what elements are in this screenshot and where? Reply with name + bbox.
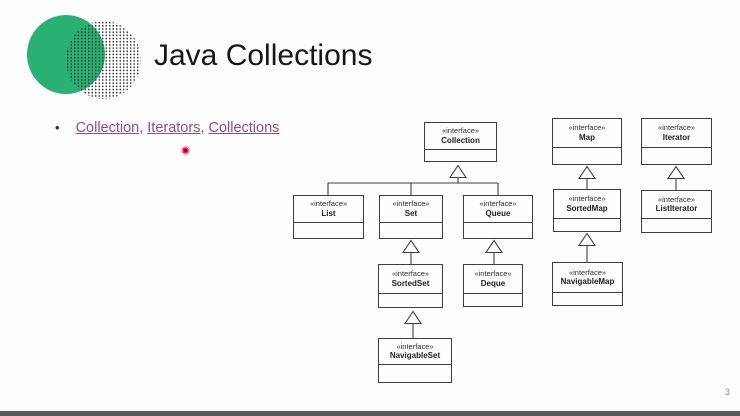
uml-box-map: «interface» Map xyxy=(552,118,622,165)
interface-name: Map xyxy=(579,132,595,142)
interface-name: Set xyxy=(404,208,418,218)
uml-box-empty-compartment xyxy=(379,365,451,382)
stereotype-label: «interface» xyxy=(392,199,430,209)
interface-name: NavigableMap xyxy=(560,277,615,287)
generalization-arrow-sortedset xyxy=(403,310,423,325)
uml-box-queue: «interface» Queue xyxy=(463,195,533,239)
uml-box-empty-compartment xyxy=(464,294,522,306)
uml-box-collection: «interface» Collection xyxy=(424,122,497,162)
uml-box-map-title: «interface» Map xyxy=(553,119,621,148)
link-separator: , xyxy=(139,120,144,136)
uml-box-sortedmap: «interface» SortedMap xyxy=(553,189,621,232)
uml-box-empty-compartment xyxy=(464,223,532,238)
uml-box-navigablemap-title: «interface» NavigableMap xyxy=(553,263,622,293)
uml-box-navigablemap: «interface» NavigableMap xyxy=(552,262,623,306)
uml-box-list: «interface» List xyxy=(293,195,364,239)
interface-name: Queue xyxy=(485,208,511,218)
interface-name: SortedMap xyxy=(566,203,608,213)
uml-box-empty-compartment xyxy=(380,223,442,238)
generalization-arrow-collection xyxy=(448,164,468,179)
uml-box-empty-compartment xyxy=(379,294,442,307)
interface-name: Deque xyxy=(480,278,506,288)
uml-box-sortedset-title: «interface» SortedSet xyxy=(379,265,442,294)
uml-box-queue-title: «interface» Queue xyxy=(464,196,532,223)
uml-box-empty-compartment xyxy=(425,150,496,161)
uml-box-empty-compartment xyxy=(554,219,620,231)
page-number: 3 xyxy=(724,387,730,397)
uml-box-listiterator: «interface» ListIterator xyxy=(641,190,712,233)
bottom-bar xyxy=(0,411,740,416)
stereotype-label: «interface» xyxy=(568,194,606,204)
uml-box-set: «interface» Set xyxy=(379,195,443,239)
uml-box-list-title: «interface» List xyxy=(294,196,363,223)
stereotype-label: «interface» xyxy=(396,341,434,351)
uml-box-empty-compartment xyxy=(553,293,622,305)
link-collection[interactable]: Collection xyxy=(75,120,140,136)
uml-box-sortedset: «interface» SortedSet xyxy=(378,264,443,308)
generalization-arrow-map xyxy=(577,165,597,180)
uml-box-empty-compartment xyxy=(642,148,711,164)
uml-box-listiterator-title: «interface» ListIterator xyxy=(642,191,711,219)
stereotype-label: «interface» xyxy=(474,269,512,279)
generalization-arrow-queue xyxy=(484,239,504,254)
uml-box-deque-title: «interface» Deque xyxy=(464,265,522,294)
uml-box-empty-compartment xyxy=(642,219,711,232)
stereotype-label: «interface» xyxy=(391,269,430,279)
uml-box-empty-compartment xyxy=(294,223,363,238)
uml-box-iterator-title: «interface» Iterator xyxy=(642,119,711,148)
page-title: Java Collections xyxy=(154,39,373,72)
generalization-arrow-sortedmap xyxy=(577,232,597,247)
stereotype-label: «interface» xyxy=(657,194,696,204)
laser-pointer-dot xyxy=(180,145,191,156)
stereotype-label: «interface» xyxy=(568,267,607,277)
uml-box-sortedmap-title: «interface» SortedMap xyxy=(554,190,620,219)
stereotype-label: «interface» xyxy=(309,199,348,209)
uml-box-set-title: «interface» Set xyxy=(380,196,442,223)
interface-name: SortedSet xyxy=(391,278,430,288)
bullet-marker: • xyxy=(55,120,60,135)
generalization-arrow-set xyxy=(401,239,421,254)
stereotype-label: «interface» xyxy=(479,199,517,209)
link-iterators[interactable]: Iterators xyxy=(147,120,201,136)
interface-name: Iterator xyxy=(662,132,691,142)
interface-name: ListIterator xyxy=(655,204,698,214)
interface-name: NavigableSet xyxy=(389,351,441,361)
generalization-arrow-iterator xyxy=(666,165,686,180)
uml-box-navigableset-title: «interface» NavigableSet xyxy=(379,339,451,365)
uml-box-navigableset: «interface» NavigableSet xyxy=(378,338,452,383)
link-collections[interactable]: Collections xyxy=(208,120,280,136)
interface-name: List xyxy=(321,208,336,218)
stereotype-label: «interface» xyxy=(657,123,696,133)
uml-box-collection-title: «interface» Collection xyxy=(425,123,496,150)
bullet-item: •Collection,Iterators,Collections xyxy=(55,120,279,136)
link-separator: , xyxy=(200,120,205,136)
stereotype-label: «interface» xyxy=(441,126,480,136)
logo-dotted-circle xyxy=(66,21,141,99)
uml-box-deque: «interface» Deque xyxy=(463,264,523,307)
uml-box-iterator: «interface» Iterator xyxy=(641,118,712,165)
interface-name: Collection xyxy=(441,135,480,145)
stereotype-label: «interface» xyxy=(568,123,606,133)
uml-box-empty-compartment xyxy=(553,148,621,164)
